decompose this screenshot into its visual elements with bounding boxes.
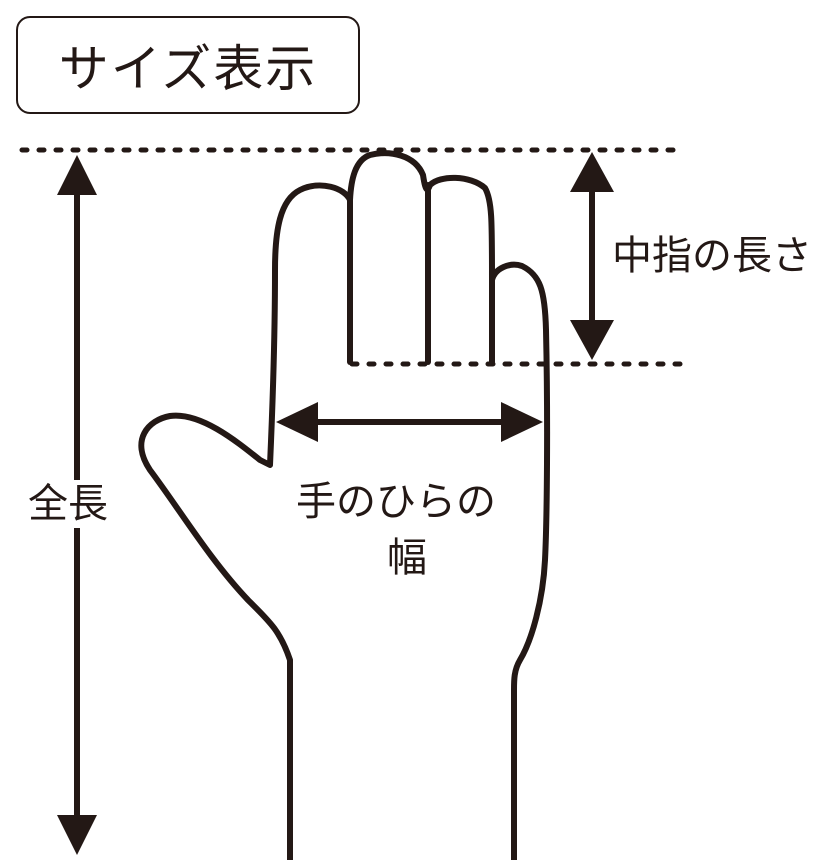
palm-width-label-line1: 手のひらの bbox=[296, 479, 496, 525]
palm-width-arrow-left-head bbox=[276, 402, 318, 442]
palm-width-arrow-right-head bbox=[501, 402, 543, 442]
size-display-title: サイズ表示 bbox=[16, 16, 360, 114]
middle-finger-length-label: 中指の長さ bbox=[612, 233, 812, 279]
hand-outline bbox=[138, 150, 551, 860]
palm-width-label-line2: 幅 bbox=[387, 535, 427, 581]
middle-finger-arrow-up-head bbox=[570, 152, 614, 192]
total-length-label: 全長 bbox=[28, 480, 108, 528]
total-length-arrow-down-head bbox=[57, 815, 97, 855]
total-length-arrow-up-head bbox=[57, 155, 97, 195]
middle-finger-arrow-down-head bbox=[570, 320, 614, 360]
